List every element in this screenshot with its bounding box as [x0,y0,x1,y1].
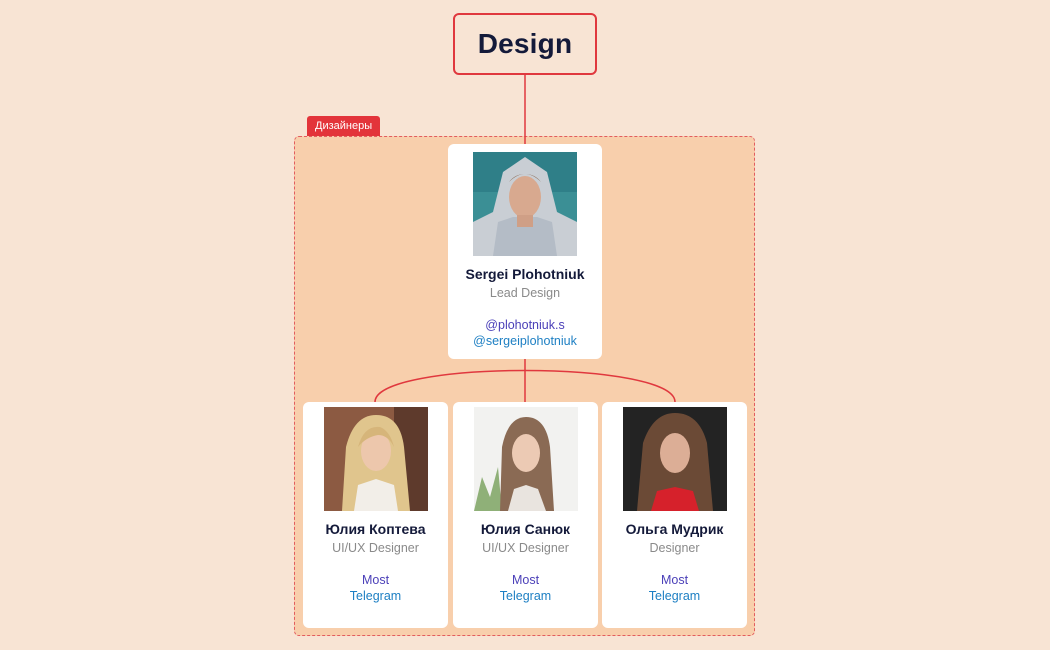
lead-role: Lead Design [489,286,561,300]
member-3-avatar-image [622,407,727,511]
member-card-3[interactable]: Ольга Мудрик Designer Most Telegram [602,402,747,628]
member-3-role: Designer [649,541,700,555]
member-1-avatar-image [323,407,428,511]
lead-avatar-image [473,152,577,256]
member-2-link-secondary[interactable]: Telegram [499,589,552,603]
member-3-name: Ольга Мудрик [625,521,724,537]
lead-avatar [473,152,577,256]
member-3-link-secondary[interactable]: Telegram [648,589,701,603]
member-1-name: Юлия Коптева [325,521,426,537]
lead-link-primary[interactable]: @plohotniuk.s [485,318,565,332]
designers-group-tag: Дизайнеры [307,116,381,136]
member-2-link-primary[interactable]: Most [511,573,540,587]
member-1-link-secondary[interactable]: Telegram [349,589,402,603]
root-node-design[interactable]: Design [453,13,597,75]
lead-link-secondary[interactable]: @sergeiplohotniuk [473,334,577,348]
member-3-link-primary[interactable]: Most [660,573,689,587]
member-card-1[interactable]: Юлия Коптева UI/UX Designer Most Telegra… [303,402,448,628]
member-2-role: UI/UX Designer [482,541,569,555]
root-node-title: Design [477,28,573,59]
member-2-avatar-image [473,407,578,511]
lead-card[interactable]: Sergei Plohotniuk Lead Design @plohotniu… [448,144,602,359]
member-1-avatar [323,407,428,511]
lead-name: Sergei Plohotniuk [465,266,585,282]
member-2-avatar [473,407,578,511]
member-3-avatar [622,407,727,511]
member-1-role: UI/UX Designer [332,541,419,555]
member-card-2[interactable]: Юлия Санюк UI/UX Designer Most Telegram [453,402,598,628]
member-2-name: Юлия Санюк [480,521,571,537]
member-1-link-primary[interactable]: Most [361,573,390,587]
